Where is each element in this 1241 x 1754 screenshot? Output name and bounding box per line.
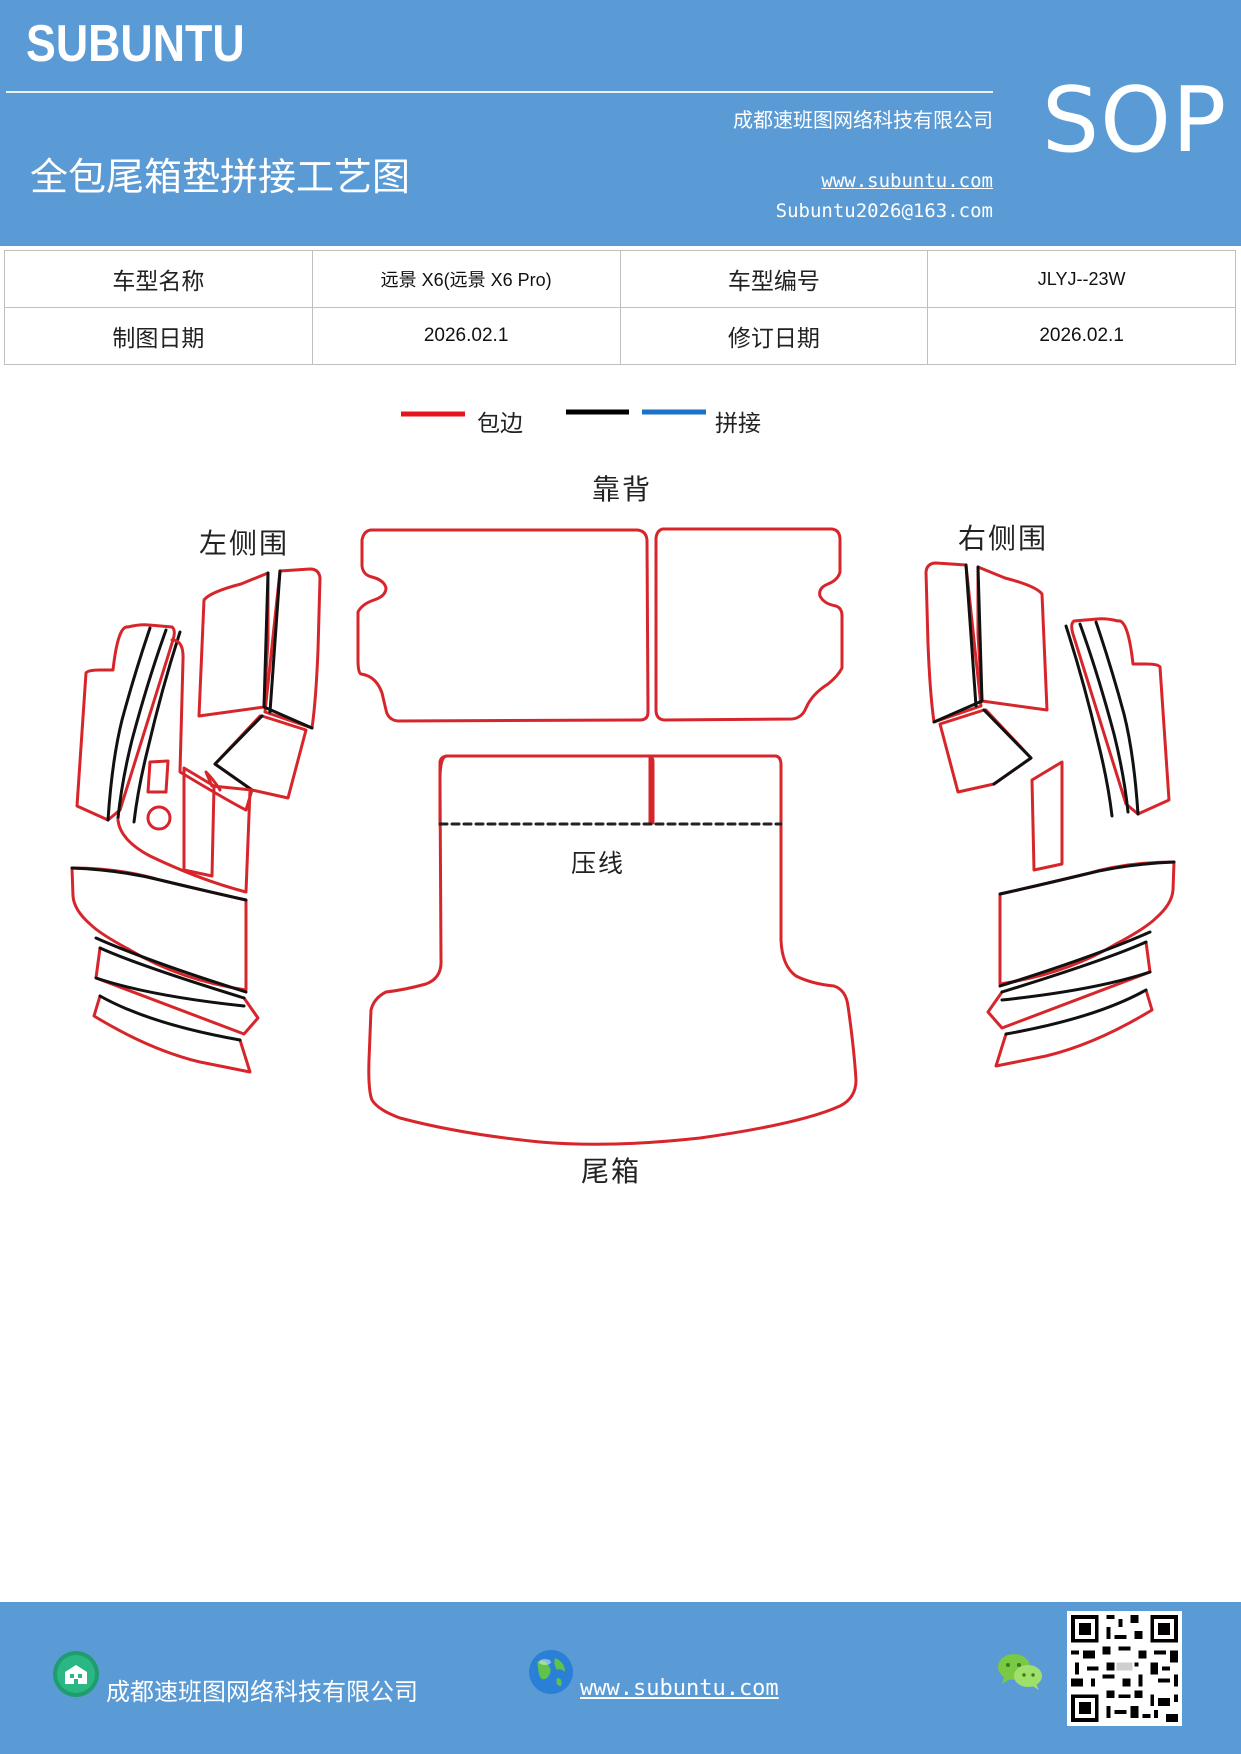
- left-center-panel: [116, 638, 254, 894]
- right-bottom-strip-1-stitch: [1000, 940, 1152, 1002]
- footer-company: 成都速班图网络科技有限公司: [106, 1678, 418, 1706]
- right-bottom-strip-2: [994, 988, 1154, 1068]
- info-table: 车型名称 远景 X6(远景 X6 Pro) 车型编号 JLYJ--23W 制图日…: [4, 250, 1236, 365]
- left-bottom-strip-1: [94, 946, 260, 1036]
- company-name: 成都速班图网络科技有限公司: [733, 108, 993, 132]
- left-mid-stitch: [213, 714, 264, 792]
- header-divider: [6, 91, 993, 93]
- left-side-label: 左侧围: [199, 527, 290, 560]
- backrest-label: 靠背: [592, 473, 653, 506]
- left-slot-1: [146, 759, 170, 794]
- left-upper-panel: [197, 571, 270, 718]
- left-upper-stitch: [262, 569, 314, 730]
- right-mid-stitch: [982, 708, 1033, 786]
- email-address: Subuntu2026@163.com: [775, 200, 993, 222]
- backrest-right-panel: [654, 527, 844, 722]
- right-slot-2: [1030, 760, 1064, 872]
- left-strip-stitch-3: [132, 630, 182, 824]
- website-link[interactable]: www.subuntu.com: [821, 170, 993, 192]
- right-mid-panel: [938, 708, 1033, 794]
- legend-edge-label: 包边: [477, 411, 523, 437]
- draw-date-label: 制图日期: [4, 307, 313, 365]
- left-main-panel: [75, 623, 176, 822]
- footer-website[interactable]: www.subuntu.com: [580, 1676, 779, 1701]
- legend-splice-label: 拼接: [715, 411, 761, 437]
- qr-code[interactable]: [1067, 1611, 1182, 1726]
- right-upper-panel: [976, 565, 1049, 712]
- trunk-top-strip: [438, 754, 655, 827]
- right-side-label: 右侧围: [958, 522, 1049, 555]
- left-bottom-strip-2-stitch: [98, 994, 242, 1042]
- right-strip-stitch-2: [1078, 622, 1130, 814]
- trunk-floor-panel: [367, 754, 858, 1146]
- revise-date-label: 修订日期: [619, 307, 929, 365]
- right-lower-stitch: [998, 860, 1176, 988]
- left-strip-stitch-2: [116, 628, 168, 820]
- document-title: 全包尾箱垫拼接工艺图: [30, 155, 411, 199]
- backrest-left-panel: [356, 528, 650, 723]
- right-bottom-strip-2-stitch: [1004, 988, 1148, 1036]
- left-mid-panel: [213, 714, 308, 800]
- wechat-icon: [998, 1654, 1042, 1690]
- left-bottom-strip-1-stitch: [94, 946, 246, 1008]
- left-strip-stitch-1: [106, 626, 152, 822]
- model-name-label: 车型名称: [4, 250, 313, 308]
- trunk-mat-drawing: [70, 409, 1176, 1146]
- right-bottom-strip-1: [986, 940, 1152, 1030]
- building-icon: [53, 1651, 99, 1697]
- sop-badge: SOP: [1042, 68, 1228, 173]
- right-strip-stitch-3: [1064, 624, 1114, 818]
- model-name-value: 远景 X6(远景 X6 Pro): [311, 250, 621, 308]
- revise-date-value: 2026.02.1: [927, 307, 1236, 365]
- header-band: [0, 0, 1241, 246]
- globe-icon: [529, 1650, 573, 1694]
- right-upper-stitch: [932, 563, 984, 724]
- draw-date-value: 2026.02.1: [311, 307, 621, 365]
- table-row: 车型名称 远景 X6(远景 X6 Pro) 车型编号 JLYJ--23W: [4, 250, 1236, 308]
- right-main-panel: [1070, 617, 1171, 816]
- right-strip-stitch-1: [1094, 620, 1140, 816]
- left-upper-panel-b: [263, 567, 322, 730]
- model-code-label: 车型编号: [619, 250, 929, 308]
- left-lower-stitch: [70, 866, 248, 994]
- left-slot-2: [182, 766, 216, 878]
- table-row: 制图日期 2026.02.1 修订日期 2026.02.1: [4, 307, 1236, 365]
- left-bottom-strip-2: [92, 994, 252, 1074]
- model-code-value: JLYJ--23W: [927, 250, 1236, 308]
- qr-code-pattern: [1067, 1611, 1182, 1726]
- trunk-label: 尾箱: [581, 1155, 642, 1188]
- left-hole: [146, 805, 172, 831]
- right-upper-panel-b: [924, 561, 983, 724]
- brand-logo: SUBUNTU: [26, 15, 245, 73]
- crease-label: 压线: [571, 849, 626, 878]
